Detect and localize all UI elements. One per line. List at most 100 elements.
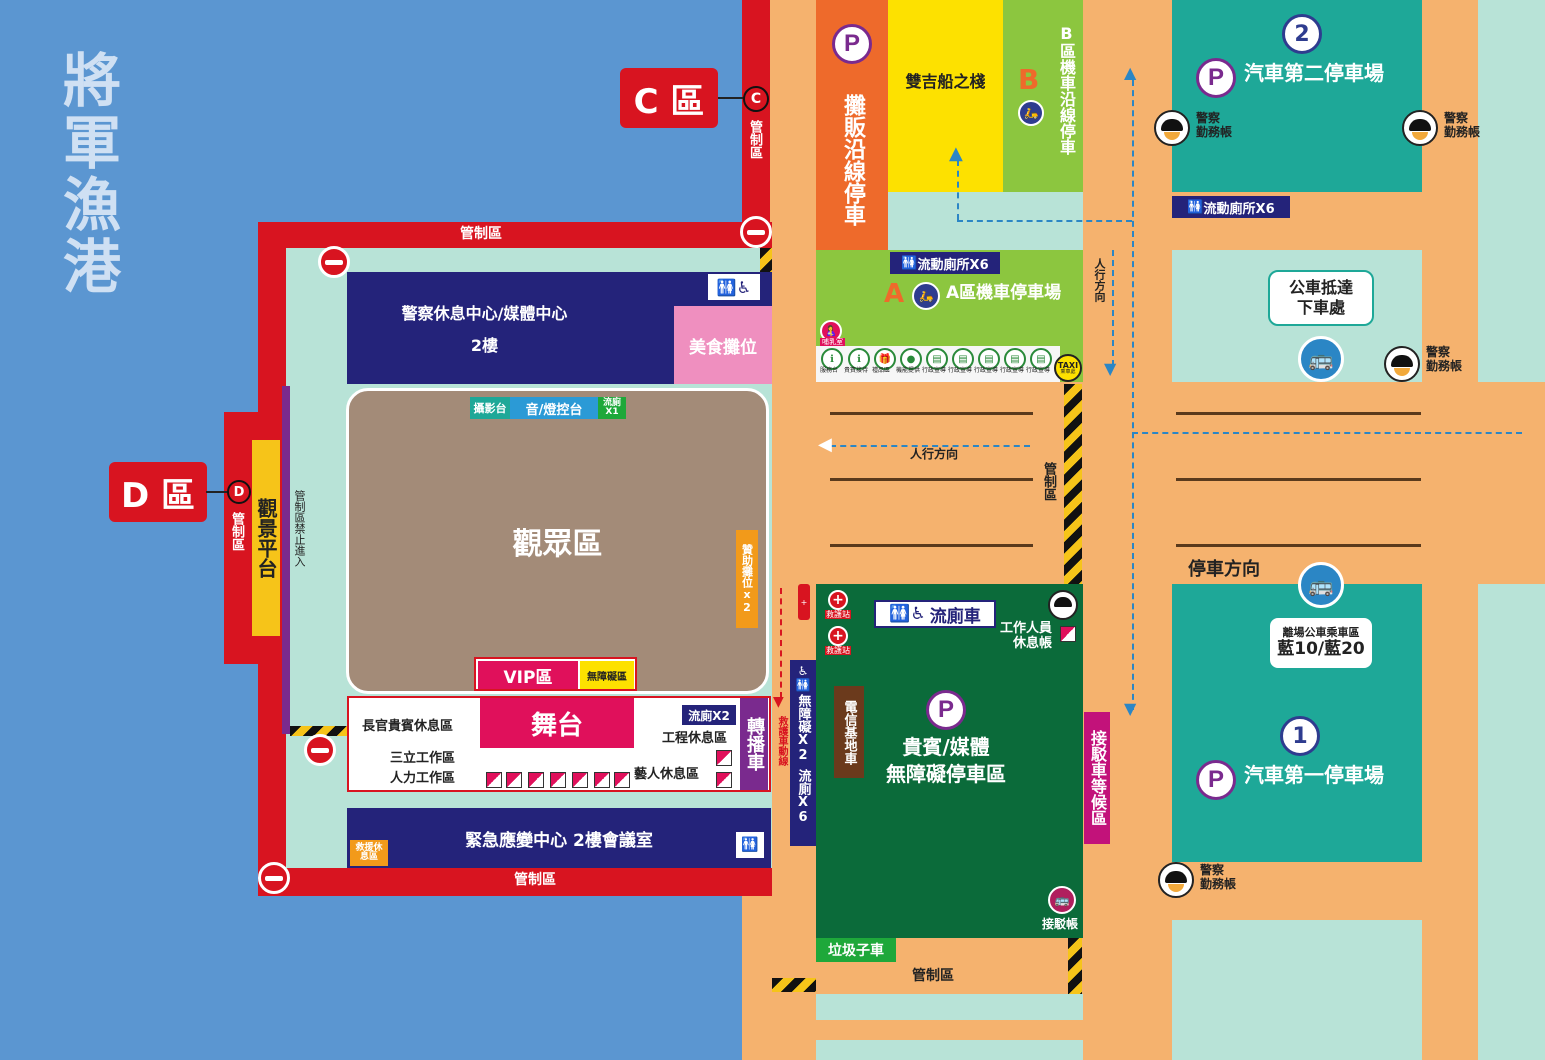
first-aid-icon: + (828, 590, 848, 610)
walk-arrow-up: ▲ (949, 143, 963, 164)
telecom-van[interactable]: 電信基地車 (834, 686, 864, 778)
staff-rest-label: 工作人員休息帳 (1000, 621, 1053, 651)
shuttle-wait-area[interactable]: 接駁車等候區 (1084, 712, 1110, 844)
mint-strip (816, 1040, 1083, 1060)
d-zone-connector (206, 491, 228, 493)
harbor-name: 將軍漁港 (53, 50, 121, 298)
police-tent-label: 警察勤務帳 (1196, 111, 1233, 139)
hazard-stripe (772, 978, 816, 992)
backstage-toilet[interactable]: 流廁X2 (682, 705, 736, 725)
photo-booth[interactable]: 攝影台 (470, 397, 510, 419)
sound-light-booth[interactable]: 音/燈控台 (510, 397, 598, 419)
first-aid-label: 救護站 (825, 646, 851, 656)
admin-icon: ▤ (978, 348, 1000, 370)
artist-rest-label: 藝人休息區 (634, 767, 700, 782)
c-zone-label[interactable]: C 區 (620, 68, 718, 128)
police-icon (1158, 862, 1194, 898)
service-label: 行政宣導 (948, 367, 973, 374)
admin-icon: ▤ (926, 348, 948, 370)
walk-path (1132, 80, 1134, 710)
bus-pickup[interactable]: 離場公車乘車區 藍10/藍20 (1268, 616, 1374, 670)
ambulance-icon: + (798, 584, 810, 620)
toilet-x6-badge[interactable]: 🚻流動廁所X6 (1172, 196, 1290, 218)
service-label: 行政宣導 (1000, 367, 1025, 374)
tent-marker (528, 772, 544, 788)
tent-marker (486, 772, 502, 788)
police-icon (1048, 590, 1078, 620)
walk-path (957, 160, 959, 220)
lot2-label: 汽車第二停車場 (1244, 61, 1384, 85)
vip-parking-label: 貴賓/媒體無障礙停車區 (886, 735, 1006, 786)
b-zone-parking-label: B區機車沿線停車 (1057, 24, 1076, 155)
shuttle-icon: 🚌 (1048, 886, 1076, 914)
venue-control-bottom: 管制區 (514, 872, 556, 888)
lane-line (1176, 544, 1421, 547)
police-icon (1402, 110, 1438, 146)
walk-arrow-down: ▼ (1104, 359, 1117, 378)
lane-line (1176, 478, 1421, 481)
no-entry-icon (258, 862, 290, 894)
lane-line (1176, 412, 1421, 415)
a-zone-letter: A (884, 279, 905, 309)
service-label: 禮品區 (872, 367, 891, 374)
admin-icon: ▤ (1030, 348, 1052, 370)
road-control-bottom: 管制區 (912, 968, 954, 984)
walk-arrow-up: ▲ (1124, 63, 1137, 82)
service-label: 行政宣導 (1026, 367, 1051, 374)
food-stalls[interactable]: 美食攤位 (674, 306, 772, 384)
no-entry-icon (740, 216, 772, 248)
hazard-stripe (760, 248, 772, 274)
tent-marker (506, 772, 522, 788)
ambulance-route (780, 588, 782, 698)
service-label: 行政宣導 (974, 367, 999, 374)
walk-direction-label: 人行方向 (1093, 258, 1106, 302)
broadcast-van[interactable]: 轉播車 (740, 698, 768, 790)
b-zone-scooter-parking[interactable] (1003, 0, 1083, 192)
scooter-icon: 🛵 (912, 282, 940, 310)
service-label: 服務台 (820, 367, 839, 374)
emergency-center[interactable]: 緊急應變中心 2樓會議室 (347, 808, 771, 868)
booth-toilet[interactable]: 流廁X1 (598, 397, 626, 419)
stage[interactable]: 舞台 (480, 698, 634, 748)
vip-area[interactable]: VIP區 (478, 661, 578, 689)
police-tent-label: 警察勤務帳 (1426, 345, 1463, 373)
rescue-rest[interactable]: 救援休息區 (350, 840, 388, 866)
scooter-icon: 🛵 (1018, 100, 1044, 126)
police-tent-label: 警察勤務帳 (1200, 863, 1237, 891)
service-label: 貴賓接待 (844, 367, 869, 374)
parking-direction-label: 停車方向 (1188, 559, 1260, 580)
parking-icon: P (1196, 760, 1236, 800)
c-zone-control-label: 管制區 (747, 120, 762, 159)
toilet-van[interactable]: 🚻♿流廁車 (874, 600, 996, 628)
sponsor-stalls[interactable]: 贊助攤位x2 (736, 530, 758, 628)
lot2-number: 2 (1282, 14, 1322, 54)
hazard-stripe (290, 726, 348, 736)
hazard-stripe (1064, 384, 1082, 584)
garbage-truck[interactable]: 垃圾子車 (816, 938, 896, 962)
audience-area[interactable]: 觀眾區 (346, 388, 769, 694)
bus-icon: 🚌 (1298, 562, 1344, 608)
a-zone-parking-label: A區機車停車場 (946, 283, 1062, 303)
info-icon: ℹ (821, 348, 843, 370)
accessible-area[interactable]: 無障礙區 (580, 661, 634, 689)
police-icon (1384, 346, 1420, 382)
venue-control-top: 管制區 (460, 226, 502, 242)
b-zone-letter: B (1018, 63, 1040, 96)
bus-drop-off[interactable]: 公車抵達 下車處 (1268, 270, 1374, 326)
accessible-toilet-strip[interactable]: ♿ 🚻 無障礙X2 流廁X6 (790, 660, 816, 846)
viewing-platform[interactable]: 觀景平台 (252, 440, 280, 636)
a-zone-toilet[interactable]: 🚻流動廁所X6 (890, 252, 1000, 274)
mint-block (1478, 584, 1545, 1060)
taxi-icon: TAXI 乘車處 (1054, 354, 1082, 382)
tent-marker (550, 772, 566, 788)
c-zone-connector (718, 97, 746, 99)
boat-house[interactable]: 雙吉船之棧 (888, 0, 1003, 192)
service-label: 行政宣導 (922, 367, 947, 374)
d-zone-label[interactable]: D 區 (109, 462, 207, 522)
nursing-room-label: 哺乳室 (820, 338, 845, 347)
tent-marker (716, 772, 732, 788)
admin-icon: ▤ (1004, 348, 1026, 370)
first-aid-icon: + (828, 626, 848, 646)
admin-icon: ▤ (952, 348, 974, 370)
walk-path (957, 220, 1132, 222)
